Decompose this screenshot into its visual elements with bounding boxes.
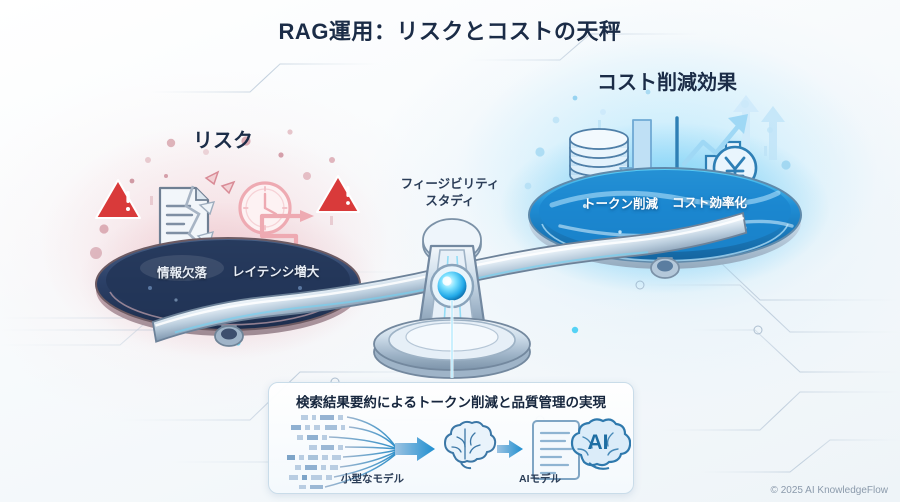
brain-icon (443, 420, 497, 470)
copyright-footer: © 2025 AI KnowledgeFlow (770, 485, 888, 496)
balance-fulcrum-icon (373, 218, 531, 379)
risk-particles (90, 129, 349, 271)
risk-item-label-info-loss: 情報欠落 (157, 266, 208, 280)
cost-item-label-token-reduction: トークン削減 (583, 197, 659, 211)
solution-panel-title: 検索結果要約によるトークン削減と品質管理の実現 (295, 395, 607, 410)
arrow-right-icon (395, 437, 435, 461)
ai-brain-icon: AI (570, 418, 631, 470)
fulcrum-label-line2: スタディ (425, 193, 475, 208)
warning-triangle-icon (95, 179, 141, 219)
arrow-up-icon (733, 95, 759, 164)
warning-triangle-icon (316, 175, 360, 213)
flow-label-ai-model: AIモデル (519, 473, 561, 485)
risk-heading: リスク (193, 130, 253, 152)
ai-badge-text: AI (588, 431, 609, 454)
solution-flow-diagram (287, 415, 609, 489)
arrow-up-icon (761, 106, 785, 160)
flow-label-small-model: 小型なモデル (341, 473, 404, 485)
fulcrum-label-line1: フィージビリティ (400, 177, 500, 191)
cost-item-label-cost-efficiency: コスト効率化 (672, 196, 748, 210)
text-chunks-icon (287, 415, 398, 489)
arrow-right-icon (497, 440, 523, 458)
solution-panel: 検索結果要約によるトークン削減と品質管理の実現 (268, 382, 634, 494)
cost-heading: コスト削減効果 (597, 72, 737, 94)
clock-icon (238, 181, 292, 235)
risk-item-label-latency: レイテンシ増大 (232, 265, 320, 279)
page-title: RAG運用：リスクとコストの天秤 (278, 19, 622, 44)
fulcrum-label: フィージビリティ スタディ (362, 176, 538, 210)
arrow-head-icon (300, 210, 314, 222)
